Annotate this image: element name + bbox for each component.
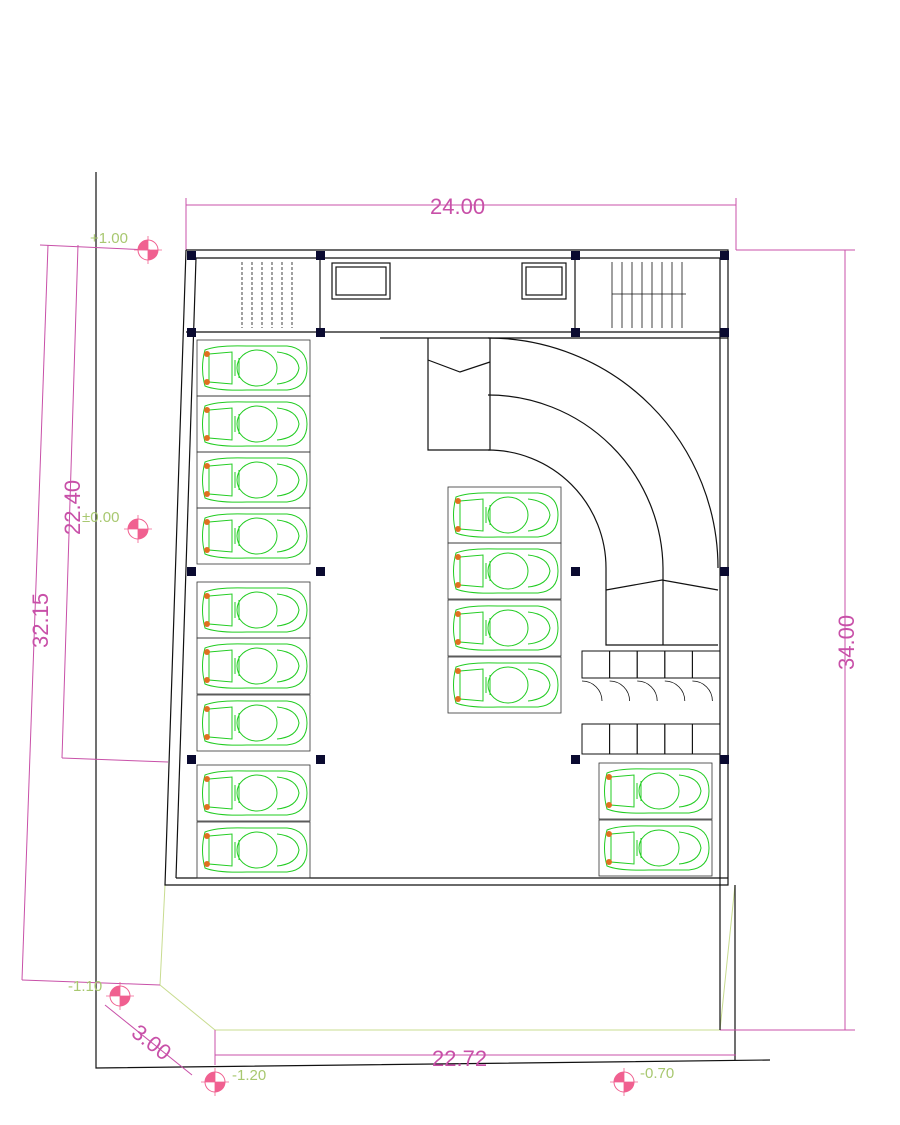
parking-space-car bbox=[447, 656, 562, 714]
level-bottom-right: -0.70 bbox=[640, 1065, 674, 1082]
column bbox=[571, 567, 580, 576]
parking-space-car bbox=[447, 486, 562, 544]
door-swing bbox=[664, 680, 686, 702]
dim-left-outer: 32.15 bbox=[28, 593, 53, 648]
door-swing bbox=[609, 680, 630, 702]
storage-rooms bbox=[581, 650, 721, 755]
stairs bbox=[241, 262, 686, 328]
level-marker-icon bbox=[134, 236, 162, 264]
column bbox=[316, 328, 325, 337]
column bbox=[316, 755, 325, 764]
storage-room bbox=[609, 650, 638, 679]
column bbox=[720, 251, 729, 260]
parking-space-car bbox=[598, 762, 713, 820]
parking-space-car bbox=[196, 507, 311, 565]
parking-space-car bbox=[196, 764, 311, 822]
storage-room bbox=[581, 723, 611, 755]
parking-space-car bbox=[196, 821, 311, 879]
column bbox=[187, 328, 196, 337]
parking-space-car bbox=[447, 599, 562, 657]
door-swing bbox=[692, 680, 713, 702]
dim-corner: 3.00 bbox=[127, 1019, 176, 1065]
parking-space-car bbox=[196, 694, 311, 752]
storage-room bbox=[691, 723, 721, 755]
level-marker-icon bbox=[124, 515, 152, 543]
storage-room bbox=[609, 723, 638, 755]
parking-space-car bbox=[196, 451, 311, 509]
column bbox=[720, 567, 729, 576]
ramp bbox=[427, 337, 719, 646]
storage-room bbox=[664, 723, 693, 755]
dim-top-width: 24.00 bbox=[430, 194, 485, 219]
parking-space-car bbox=[196, 339, 311, 397]
dim-right-height: 34.00 bbox=[834, 615, 859, 670]
parking-spaces bbox=[196, 339, 713, 879]
parking-space-car bbox=[196, 581, 311, 639]
storage-room bbox=[664, 650, 693, 679]
door-swing bbox=[581, 680, 603, 702]
level-bottom-center: -1.20 bbox=[232, 1067, 266, 1084]
level-mid-left: ±0.00 bbox=[82, 509, 119, 526]
dim-bottom-width: 22.72 bbox=[432, 1046, 487, 1071]
storage-room bbox=[636, 723, 666, 755]
parking-space-car bbox=[598, 819, 713, 877]
level-marker-icon bbox=[106, 982, 134, 1010]
dim-left-inner: 22.40 bbox=[60, 480, 85, 535]
level-markers bbox=[106, 236, 638, 1096]
door-swing bbox=[637, 680, 658, 702]
dimension-lines bbox=[21, 198, 855, 1076]
column bbox=[720, 755, 729, 764]
column bbox=[571, 755, 580, 764]
structural-columns bbox=[187, 251, 729, 764]
level-marker-icon bbox=[610, 1068, 638, 1096]
storage-room bbox=[636, 650, 666, 679]
column bbox=[720, 328, 729, 337]
column bbox=[187, 755, 196, 764]
column bbox=[187, 251, 196, 260]
storage-room bbox=[581, 650, 611, 679]
storage-room bbox=[691, 650, 721, 679]
column bbox=[316, 251, 325, 260]
level-bottom-left: -1.10 bbox=[68, 978, 102, 995]
level-marker-icon bbox=[201, 1068, 229, 1096]
parking-space-car bbox=[196, 637, 311, 695]
parking-space-car bbox=[196, 395, 311, 453]
building-walls bbox=[164, 249, 729, 1030]
column bbox=[187, 567, 196, 576]
column bbox=[571, 251, 580, 260]
level-top-left: +1.00 bbox=[90, 230, 128, 247]
column bbox=[316, 567, 325, 576]
column bbox=[571, 328, 580, 337]
parking-space-car bbox=[447, 542, 562, 600]
